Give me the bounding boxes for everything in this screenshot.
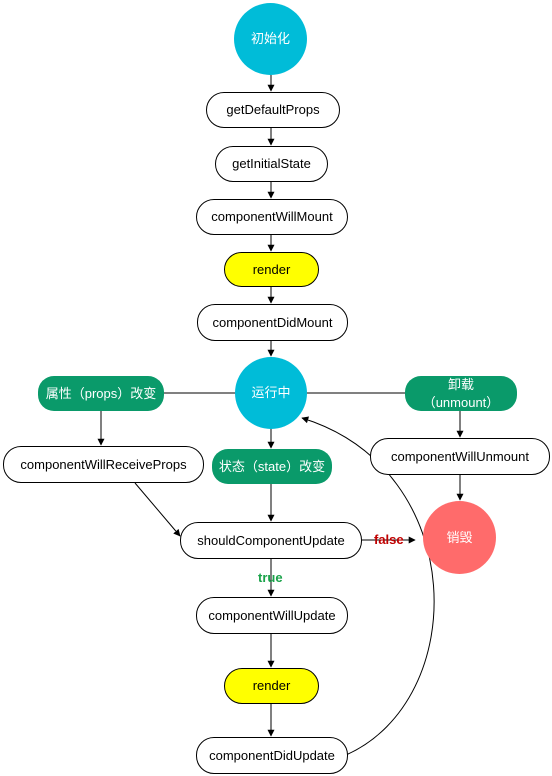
edge-receiveprops-should <box>134 482 181 537</box>
node-componentwillupdate: componentWillUpdate <box>196 597 348 634</box>
node-unmount: 卸载 （unmount） <box>405 376 517 411</box>
node-shouldcomponentupdate: shouldComponentUpdate <box>180 522 362 559</box>
edge-label-true: true <box>258 570 283 585</box>
node-props-change: 属性（props）改变 <box>38 376 164 411</box>
node-destroy: 销毁 <box>423 501 496 574</box>
node-getdefaultprops: getDefaultProps <box>206 92 340 128</box>
edge-label-false: false <box>374 532 404 547</box>
node-init: 初始化 <box>234 3 307 75</box>
node-render-update: render <box>224 668 319 704</box>
node-componentwillmount: componentWillMount <box>196 199 348 235</box>
node-componentwillunmount: componentWillUnmount <box>370 438 550 475</box>
node-render-mount: render <box>224 252 319 287</box>
node-getinitialstate: getInitialState <box>215 146 328 182</box>
node-state-change: 状态（state）改变 <box>212 449 332 484</box>
unmount-label-line2: （unmount） <box>422 394 500 410</box>
node-running: 运行中 <box>235 357 307 429</box>
edge-didupdate-running <box>301 416 435 756</box>
node-componentdidmount: componentDidMount <box>197 304 348 341</box>
node-componentdidupdate: componentDidUpdate <box>196 737 348 774</box>
unmount-label-line1: 卸载 <box>447 376 474 392</box>
node-componentwillreceiveprops: componentWillReceiveProps <box>3 446 204 483</box>
